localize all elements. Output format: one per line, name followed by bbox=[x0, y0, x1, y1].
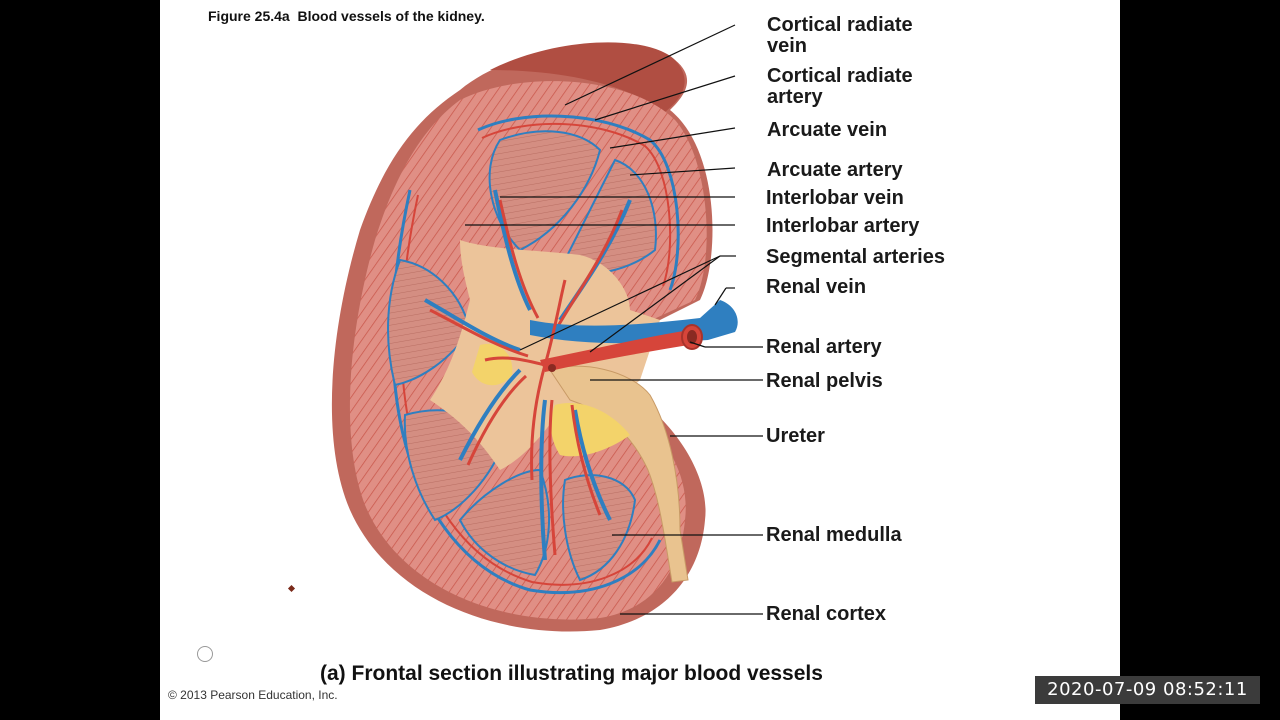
slide-control-circle[interactable] bbox=[197, 646, 213, 662]
renal-pyramid bbox=[562, 474, 637, 582]
label-renal-pelvis: Renal pelvis bbox=[766, 370, 883, 392]
label-renal-vein: Renal vein bbox=[766, 276, 867, 298]
timestamp-overlay: 2020-07-09 08:52:11 bbox=[1035, 676, 1260, 704]
interlobar-artery bbox=[429, 199, 624, 556]
renal-pyramid bbox=[488, 130, 602, 252]
label-line: vein bbox=[767, 35, 808, 57]
label-cortical-radiate-vein: Cortical radiate vein bbox=[767, 15, 913, 57]
label-leader-lines bbox=[465, 24, 763, 615]
renal-pyramid bbox=[458, 468, 550, 577]
slide: Figure 25.4a Blood vessels of the kidney… bbox=[160, 0, 1120, 720]
label-renal-medulla: Renal medulla bbox=[766, 524, 902, 546]
label-interlobar-vein: Interlobar vein bbox=[766, 187, 904, 209]
figure-caption: (a) Frontal section illustrating major b… bbox=[320, 662, 823, 685]
label-line: artery bbox=[767, 86, 823, 108]
label-renal-cortex: Renal cortex bbox=[766, 603, 887, 625]
copyright-text: © 2013 Pearson Education, Inc. bbox=[168, 688, 338, 702]
label-line: Cortical radiate bbox=[767, 65, 913, 87]
label-cortical-radiate-artery: Cortical radiate artery bbox=[767, 66, 913, 108]
renal-pyramid bbox=[387, 258, 472, 387]
label-renal-artery: Renal artery bbox=[766, 336, 882, 358]
label-line: Cortical radiate bbox=[767, 14, 913, 36]
renal-fat bbox=[472, 344, 513, 386]
renal-fat bbox=[550, 403, 630, 457]
label-arcuate-vein: Arcuate vein bbox=[767, 119, 888, 141]
label-interlobar-artery: Interlobar artery bbox=[766, 215, 920, 237]
renal-artery bbox=[540, 330, 695, 372]
segmental-artery bbox=[484, 279, 567, 481]
label-segmental-arteries: Segmental arteries bbox=[766, 246, 945, 268]
figure-title: Figure 25.4a Blood vessels of the kidney… bbox=[208, 8, 485, 24]
label-arcuate-artery: Arcuate artery bbox=[767, 159, 903, 181]
kidney-illustration bbox=[331, 24, 763, 632]
label-ureter: Ureter bbox=[766, 425, 825, 447]
kidney-capsule-top bbox=[490, 42, 685, 112]
